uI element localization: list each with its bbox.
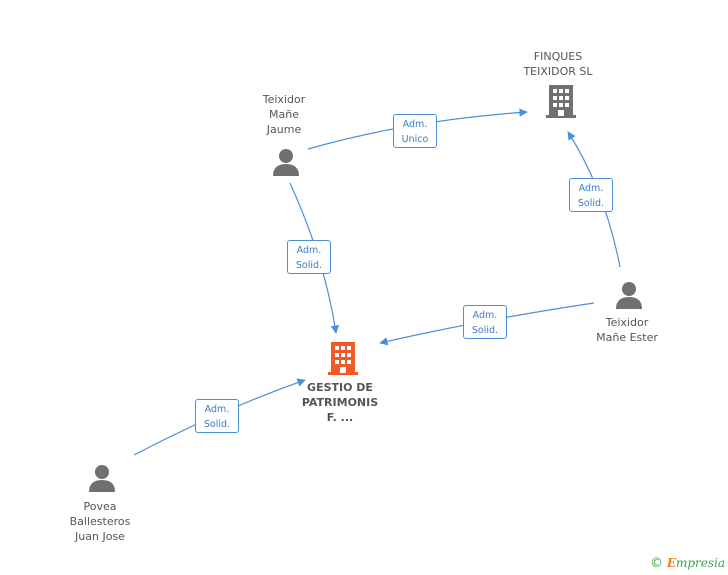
badge-line: Adm. (402, 119, 428, 130)
brand-initial: E (666, 556, 676, 570)
person-icon[interactable] (273, 149, 299, 176)
name-line: Mañe Ester (596, 331, 658, 344)
node-label-ester[interactable]: Teixidor Mañe Ester (581, 315, 673, 345)
name-line: Juan Jose (75, 530, 125, 543)
building-icon[interactable] (328, 342, 358, 375)
copyright-icon: © (650, 556, 663, 571)
person-icon[interactable] (89, 465, 115, 492)
edge-badge-ester-gestio[interactable]: Adm. Solid. (463, 305, 507, 339)
badge-line: Solid. (577, 198, 605, 209)
name-line: PATRIMONIS (301, 396, 379, 409)
node-label-finques[interactable]: FINQUES TEIXIDOR SL (511, 49, 605, 79)
name-line: Teixidor (605, 316, 649, 329)
name-line: FINQUES (533, 50, 583, 63)
badge-line: Adm. (204, 404, 230, 415)
name-line: TEIXIDOR SL (523, 65, 593, 78)
name-line: Teixidor (262, 93, 306, 106)
node-label-jaume[interactable]: Teixidor Mañe Jaume (244, 92, 324, 137)
name-line: Mañe (269, 108, 299, 121)
edge-badge-jaume-gestio[interactable]: Adm. Solid. (287, 240, 331, 274)
brand-name: mpresia (675, 556, 726, 570)
name-line: GESTIO DE (307, 381, 373, 394)
name-line: Jaume (266, 123, 302, 136)
edge-badge-jaume-finques[interactable]: Adm. Unico (393, 114, 437, 148)
edge-badge-povea-gestio[interactable]: Adm. Solid. (195, 399, 239, 433)
badge-line: Adm. (296, 245, 322, 256)
node-label-povea[interactable]: Povea Ballesteros Juan Jose (52, 499, 148, 544)
badge-line: Solid. (471, 325, 499, 336)
name-line: Povea (83, 500, 117, 513)
badge-line: Adm. (472, 310, 498, 321)
name-line: F. ... (326, 411, 354, 424)
name-line: Ballesteros (69, 515, 131, 528)
building-icon[interactable] (546, 85, 576, 118)
node-label-gestio[interactable]: GESTIO DE PATRIMONIS F. ... (290, 380, 390, 425)
badge-line: Solid. (295, 260, 323, 271)
person-icon[interactable] (616, 282, 642, 309)
badge-line: Unico (401, 134, 429, 145)
empresia-brand[interactable]: © Empresia (650, 556, 725, 571)
edge-badge-ester-finques[interactable]: Adm. Solid. (569, 178, 613, 212)
badge-line: Adm. (578, 183, 604, 194)
badge-line: Solid. (203, 419, 231, 430)
